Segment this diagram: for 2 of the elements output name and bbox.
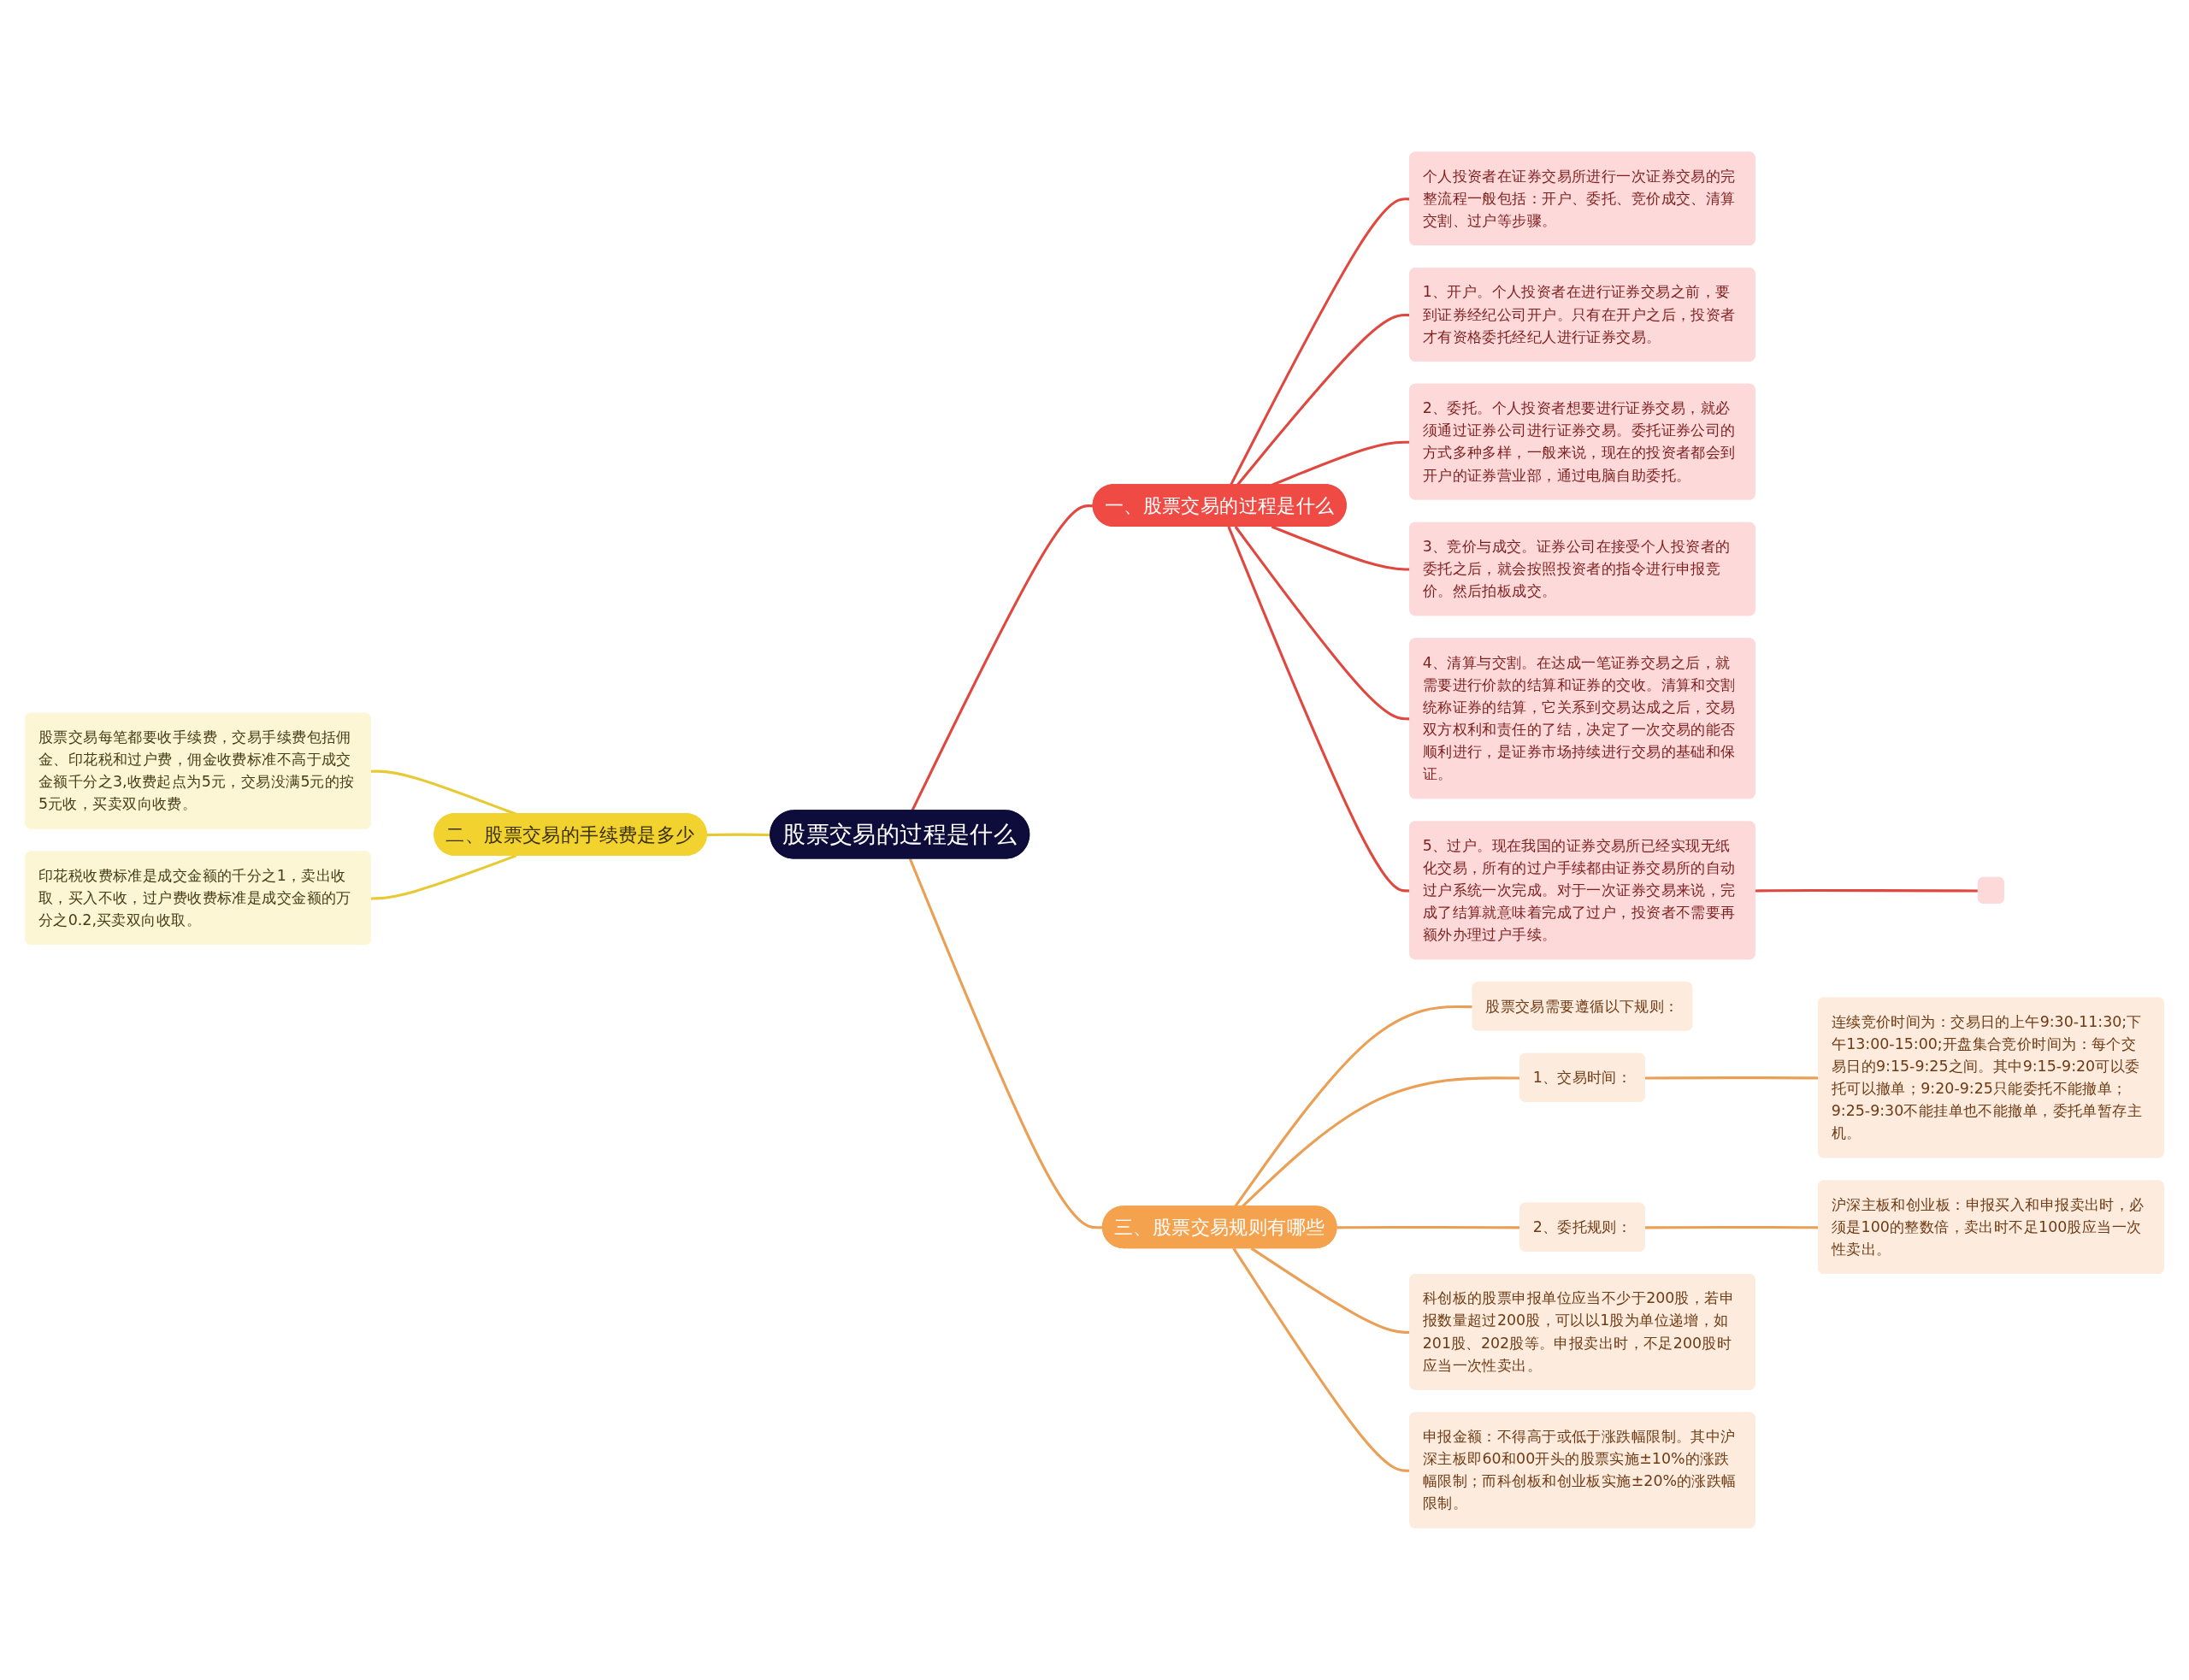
connector: [370, 854, 517, 900]
connector: [706, 833, 771, 837]
